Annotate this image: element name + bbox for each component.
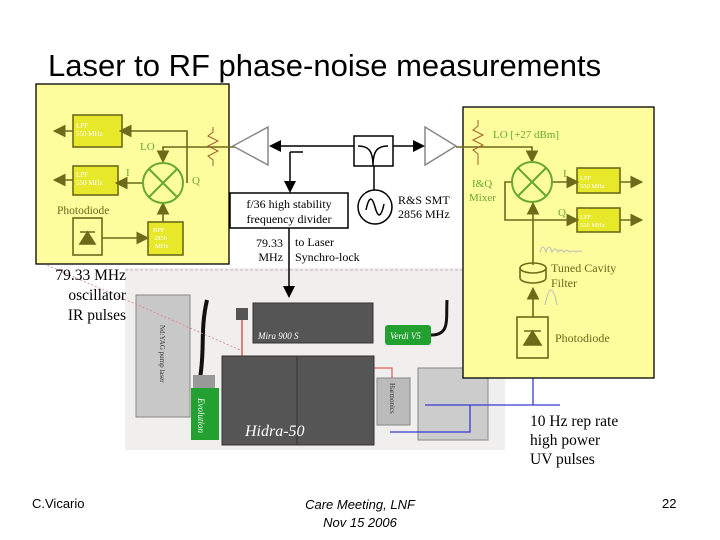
lpf-filter xyxy=(576,207,621,233)
i-label: I xyxy=(126,167,130,179)
amplifier-icon xyxy=(231,125,269,167)
oscillator-text: oscillator xyxy=(68,287,126,304)
rf-chain xyxy=(229,125,458,298)
frequency-label: 79.33 xyxy=(256,236,283,250)
iq-mixer-icon xyxy=(511,161,553,203)
hidra-label: Hidra-50 xyxy=(244,423,305,440)
footer-author: C.Vicario xyxy=(32,496,85,511)
photodiode-icon xyxy=(72,217,103,256)
optics-table xyxy=(417,367,489,441)
q-label: Q xyxy=(192,175,200,187)
lo-label: LO [+27 dBm] xyxy=(493,129,559,141)
source-label: R&S SMT xyxy=(398,193,450,207)
oscillator-freq: 79.33 MHz xyxy=(55,267,126,284)
evolution-label: Evolution xyxy=(196,397,206,433)
pump-laser-label: Nd:YAG pump laser xyxy=(158,325,166,383)
lpf-label: LPF xyxy=(580,175,592,182)
photodiode-label: Photodiode xyxy=(57,205,109,217)
laser-layout: Nd:YAG pump laser Evolution Mira 900 S V… xyxy=(39,261,560,450)
tuned-cavity-icon xyxy=(519,262,547,284)
bpf-filter xyxy=(147,221,184,256)
footer-event-date: Nov 15 2006 xyxy=(323,515,397,530)
mixer-icon xyxy=(142,162,184,204)
mira-laser xyxy=(252,302,374,344)
verdi-laser xyxy=(385,325,431,345)
hidra-amplifier xyxy=(221,355,375,446)
lpf-filter xyxy=(576,167,621,194)
iq-mixer-label: I&Q xyxy=(472,178,492,190)
frequency-divider-box xyxy=(229,192,349,229)
sync-label: to Laser xyxy=(295,235,334,249)
page-number: 22 xyxy=(662,496,677,511)
ir-pulses-text: IR pulses xyxy=(67,307,126,324)
lo-label: LO xyxy=(140,141,155,153)
footer-event-name: Care Meeting, LNF xyxy=(305,497,415,512)
amplifier-icon xyxy=(424,125,458,167)
bpf-label: BPF xyxy=(153,227,165,234)
lpf-label: LPF xyxy=(76,122,88,130)
power-text: high power xyxy=(530,432,601,449)
footer-event: Care Meeting, LNF Nov 15 2006 xyxy=(280,496,440,532)
rep-rate-text: 10 Hz rep rate xyxy=(530,413,619,430)
photodiode-icon xyxy=(516,316,549,359)
photodiode-label: Photodiode xyxy=(555,331,610,345)
lpf-label: LPF xyxy=(580,214,592,221)
q-label: Q xyxy=(558,207,566,219)
mira-label: Mira 900 S xyxy=(257,331,299,341)
pump-laser xyxy=(135,294,191,418)
oscillator-label: 79.33 MHz oscillator IR pulses xyxy=(46,266,126,326)
slide-title: Laser to RF phase-noise measurements xyxy=(48,48,602,83)
uv-pulses-label: 10 Hz rep rate high power UV pulses xyxy=(530,412,618,469)
verdi-label: Verdi V5 xyxy=(390,331,421,341)
divider-label: f/36 high stability xyxy=(246,197,331,211)
harmonics-unit xyxy=(376,377,411,426)
tuned-cavity-label: Tuned Cavity xyxy=(551,261,616,275)
harmonics-label: Harmonics xyxy=(388,383,396,414)
evolution-laser xyxy=(191,388,219,440)
lpf-label: LPF xyxy=(76,171,88,179)
i-label: I xyxy=(563,168,567,180)
uv-pulses-text: UV pulses xyxy=(530,451,595,468)
